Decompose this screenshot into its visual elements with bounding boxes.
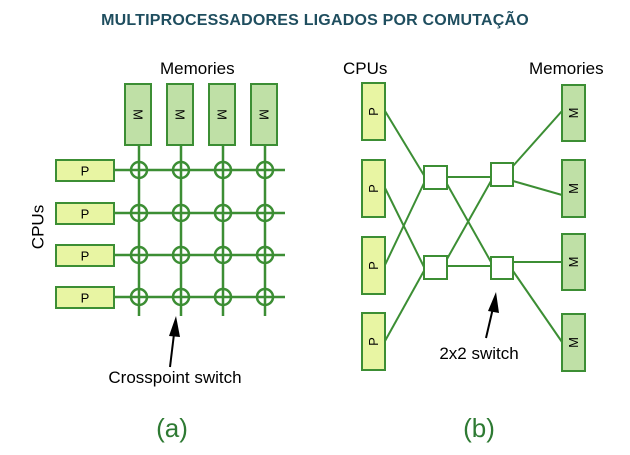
memory-box: M [561, 313, 586, 372]
2x2-switch-label: 2x2 switch [439, 344, 518, 363]
memory-label: M [566, 337, 581, 348]
cpu-label: P [366, 337, 381, 346]
crosspoint [213, 203, 233, 223]
cpu-label: P [366, 107, 381, 116]
omega-links [384, 110, 563, 343]
cpu-box: P [55, 202, 115, 225]
cpu-boxes-a: P P P P [55, 159, 115, 309]
switch-arrow [485, 292, 499, 339]
crosspoint-arrow [169, 316, 180, 368]
link [446, 183, 492, 263]
caption-b: (b) [463, 413, 495, 443]
cpu-box: P [55, 244, 115, 267]
crosspoint [213, 160, 233, 180]
memory-wires [137, 145, 267, 316]
cpu-label: P [81, 164, 90, 179]
crosspoint [255, 203, 275, 223]
crosspoint [213, 287, 233, 307]
cpu-box: P [55, 159, 115, 182]
memory-box: M [561, 84, 586, 142]
link [384, 187, 426, 270]
crosspoint [255, 160, 275, 180]
crosspoint [213, 245, 233, 265]
memory-boxes-b: M M M M [561, 84, 586, 372]
link [384, 180, 426, 266]
memory-label: M [131, 109, 146, 120]
caption-a: (a) [156, 413, 188, 443]
link [512, 270, 563, 343]
crosspoint [255, 245, 275, 265]
cpu-box: P [361, 312, 386, 371]
crosspoint [255, 287, 275, 307]
cpu-label: P [81, 249, 90, 264]
link [512, 110, 563, 167]
link [512, 180, 563, 196]
crosspoint [129, 160, 149, 180]
cpu-box: P [361, 82, 386, 141]
crosspoint [171, 160, 191, 180]
memory-label: M [215, 109, 230, 120]
memory-box: M [124, 83, 152, 146]
memory-box: M [561, 233, 586, 291]
memory-label: M [566, 183, 581, 194]
link [384, 268, 426, 342]
memory-label: M [173, 109, 188, 120]
crosspoint [129, 203, 149, 223]
crosspoint [129, 245, 149, 265]
link [384, 110, 426, 178]
memory-box: M [166, 83, 194, 146]
switch-box [423, 165, 448, 190]
crosspoint [171, 203, 191, 223]
cpu-label: P [366, 261, 381, 270]
cpu-box: P [361, 159, 386, 218]
crosspoints [129, 160, 275, 307]
memories-label-a: Memories [160, 59, 235, 78]
cpus-label-a: CPUs [29, 205, 48, 249]
memories-label-b: Memories [529, 59, 604, 78]
link [446, 180, 492, 260]
switch-box [490, 162, 514, 187]
crosspoint [171, 245, 191, 265]
switch-boxes [423, 162, 514, 280]
cpu-label: P [366, 184, 381, 193]
page-title: MULTIPROCESSADORES LIGADOS POR COMUTAÇÃO [101, 12, 529, 29]
memory-box: M [250, 83, 278, 146]
panel-a-crossbar: M M M M P P [29, 59, 285, 443]
cpus-label-b: CPUs [343, 59, 387, 78]
crosspoint [129, 287, 149, 307]
memory-label: M [566, 257, 581, 268]
memory-label: M [257, 109, 272, 120]
crosspoint-switch-label: Crosspoint switch [108, 368, 241, 387]
crosspoint [171, 287, 191, 307]
memory-box: M [208, 83, 236, 146]
memory-box: M [561, 159, 586, 218]
cpu-boxes-b: P P P P [361, 82, 386, 371]
switch-box [490, 256, 514, 280]
cpu-label: P [81, 207, 90, 222]
cpu-box: P [55, 286, 115, 309]
panel-b-omega: P P P P M M [343, 59, 604, 443]
cpu-box: P [361, 236, 386, 295]
memory-boxes-a: M M M M [124, 83, 278, 146]
cpu-label: P [81, 291, 90, 306]
switch-box [423, 255, 448, 280]
memory-label: M [566, 108, 581, 119]
